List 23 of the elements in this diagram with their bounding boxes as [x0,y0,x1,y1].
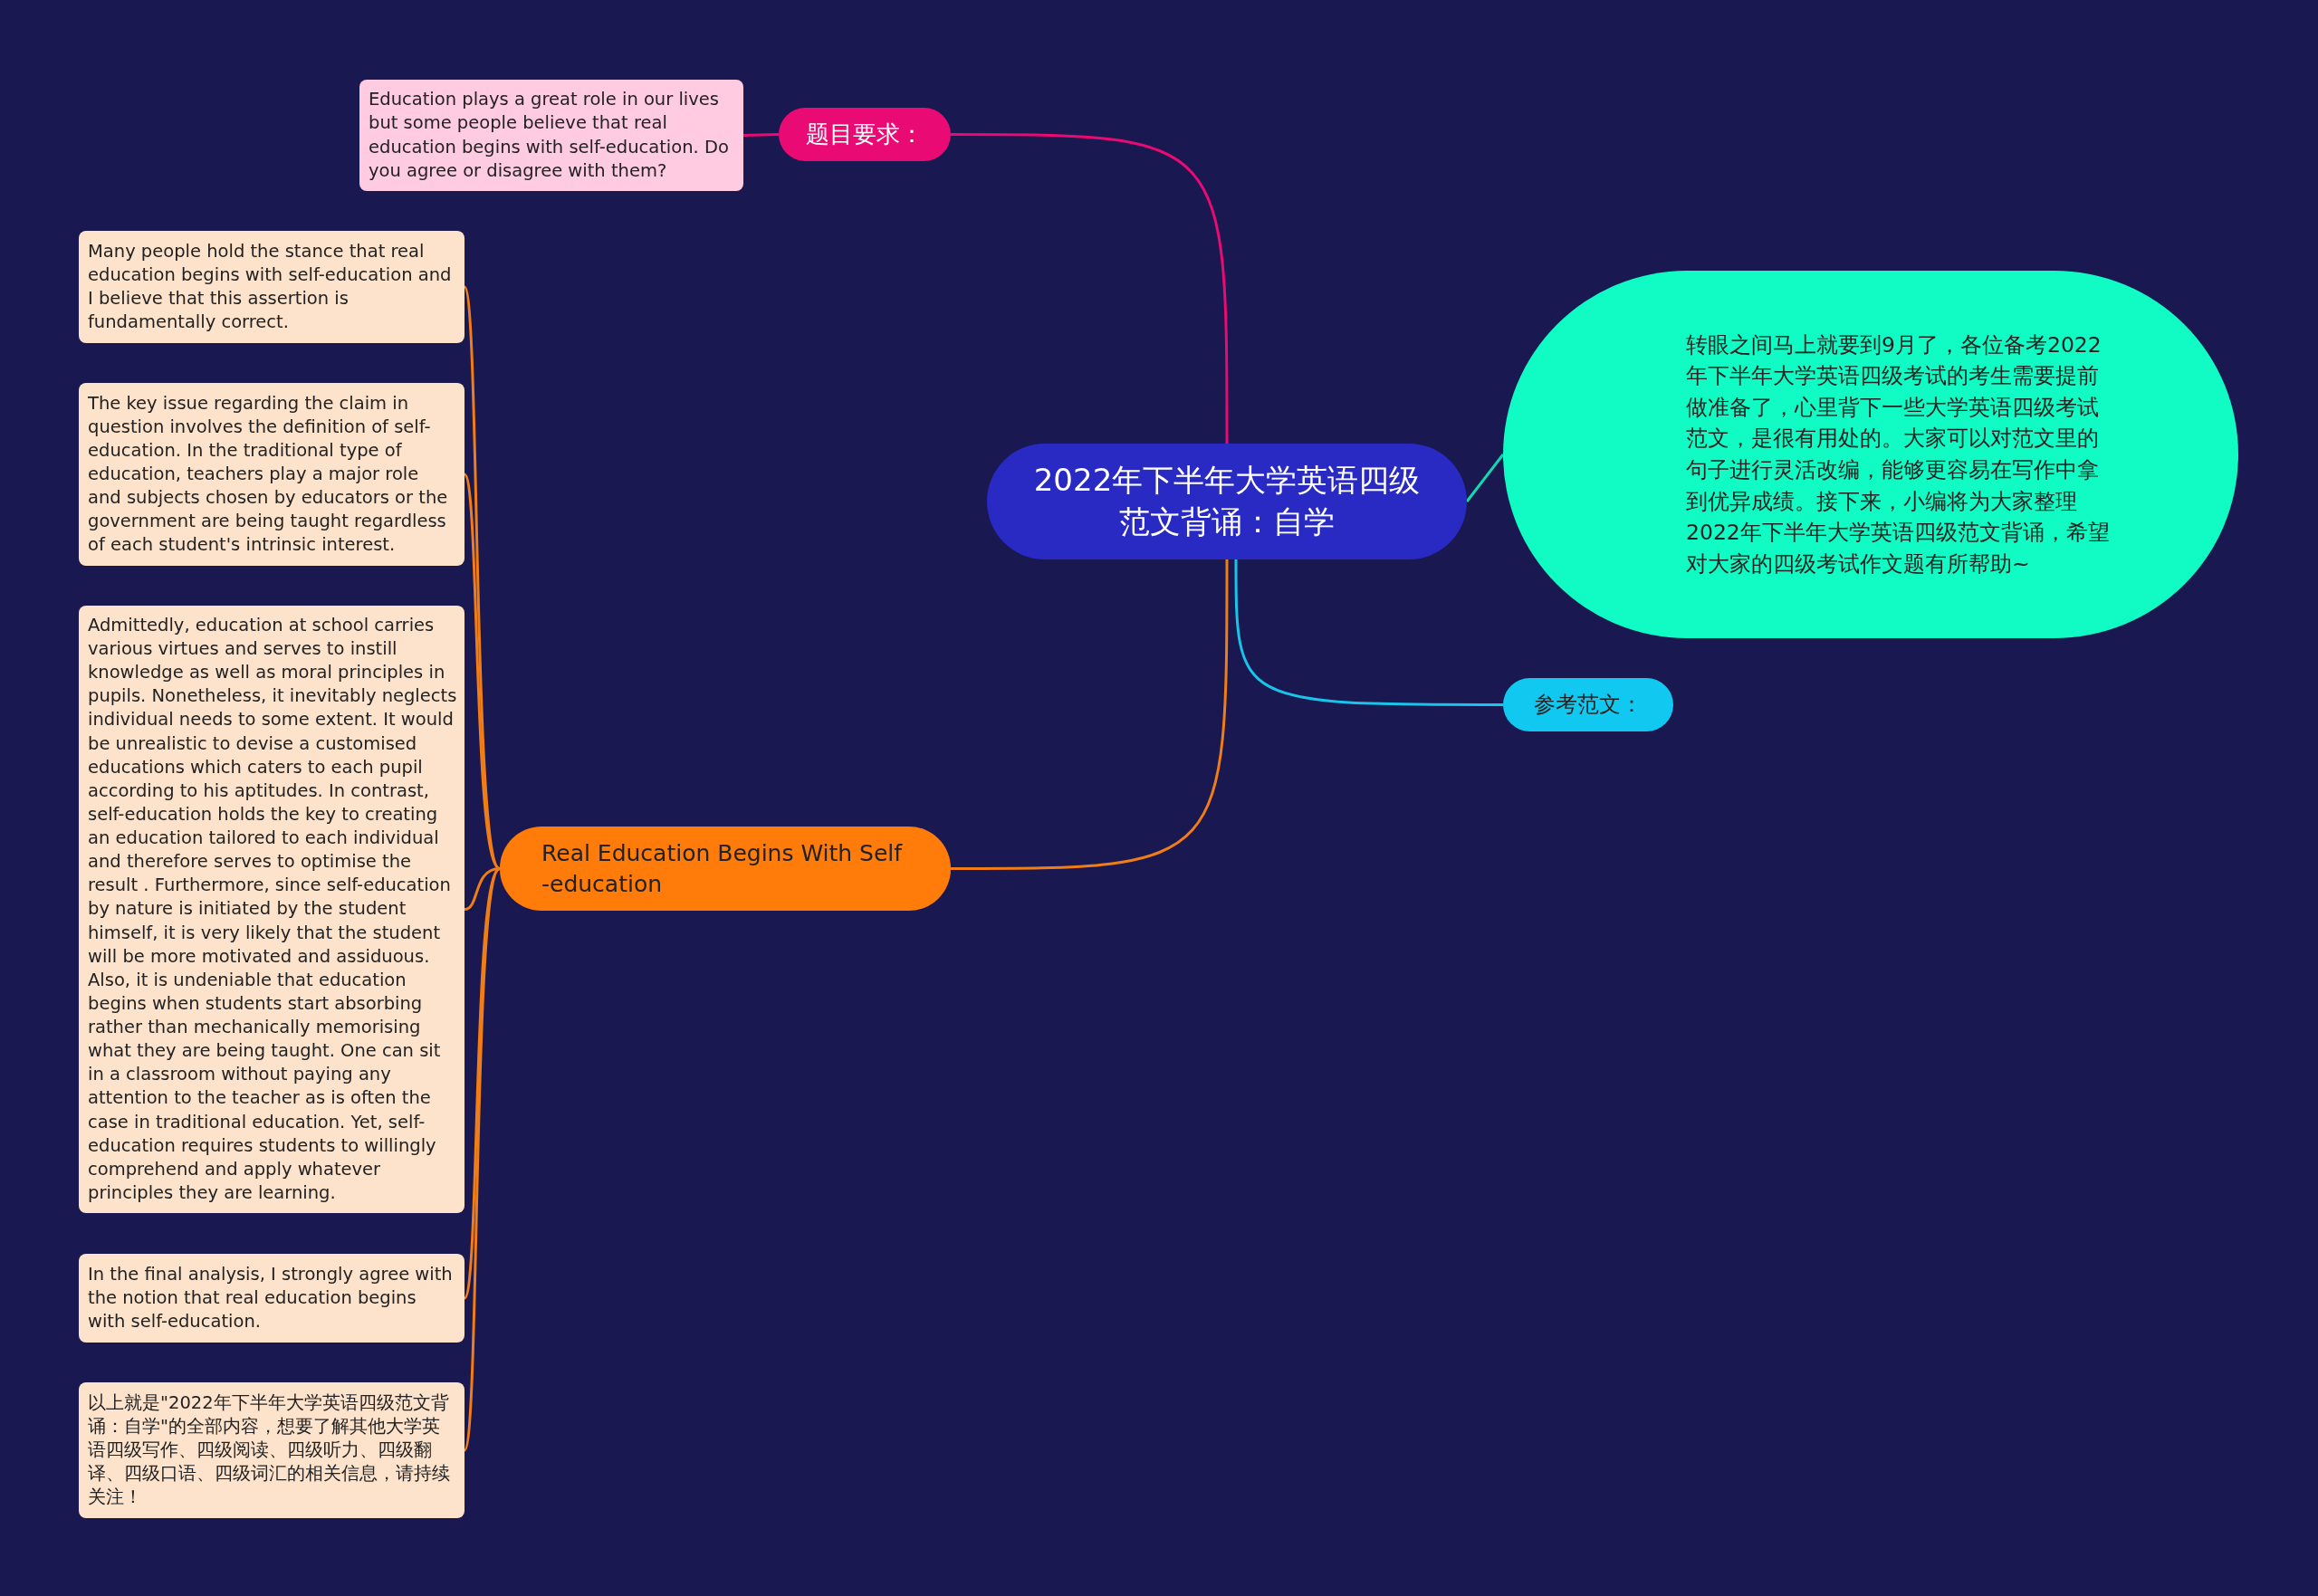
connector-line [742,133,780,137]
connector-line [951,559,1229,870]
branch-topic [1503,678,1673,731]
node-text: The key issue regarding the claim in question involves the definition of self-education. In the traditional type of education, teachers play a major role and subjects chosen by educators or the government are being taught regardless of each student's intrinsic interest. [88,391,449,558]
node-text: 参考范文： [1533,690,1643,719]
connector-line [463,867,502,1451]
node-text: Education plays a great role in our lives but some people believe that real education begins with self-education. Do you agree or disagree with them? [369,88,730,183]
node-text: 转眼之间马上就要到9月了，各位备考2022年下半年大学英语四级考试的考生需要提前做准备了，心里背下一些大学英语四级考试范文，是很有用处的。大家可以对范文里的句子进行灵活改编，能够更容易在写作中拿到优异成绩。接下来，小编将为大家整理2022年下半年大学英语四级范文背诵，希望对大家的四级考试作文题有所帮助~ [1686,330,2111,578]
text-card [359,80,743,191]
node-text: 以上就是"2022年下半年大学英语四级范文背诵：自学"的全部内容，想要了解其他大学英语四级写作、四级阅读、四级听力、四级翻译、四级口语、四级词汇的相关信息，请持续关注！ [88,1391,451,1510]
connector-line [1234,559,1503,706]
node-text: 2022年下半年大学英语四级范文背诵：自学 [1032,461,1422,541]
connector-line [951,133,1229,444]
connector-line [463,473,502,870]
node-text: 题目要求： [805,119,924,149]
text-card [79,1382,465,1518]
node-text: Real Education Begins With Self -education [541,838,904,899]
text-card [79,1254,465,1343]
connector-line [1465,454,1505,502]
node-text: In the final analysis, I strongly agree with the notion that real education begins with self-education. [88,1262,454,1334]
node-text: Admittedly, education at school carries various virtues and serves to instill knowledge as well as moral principles in pupils. Nonetheless, it inevitably neglects individual needs to some extent. It would be unrealistic to devise a customised educations which caters to each pupil according to his aptitudes. In contrast, self-education holds the key to creating an education tailored to each individual and therefore serves to optimise the result . Furthermore, since self-education by nature is initiated by the student himself, it is very likely that the student will be more motivated and assiduous. Also, it is undeniable that education begins when students start absorbing rather than mechanically memorising what they are being taught. One can sit in a classroom without paying any attention to the teacher as is often the case in traditional education. Yet, self-education requires students to willingly comprehend and apply whatever principles they are learning. [88,613,457,1205]
text-card [79,231,465,343]
node-text: Many people hold the stance that real education begins with self-education and I believe that this assertion is fundamentally correct. [88,239,453,335]
